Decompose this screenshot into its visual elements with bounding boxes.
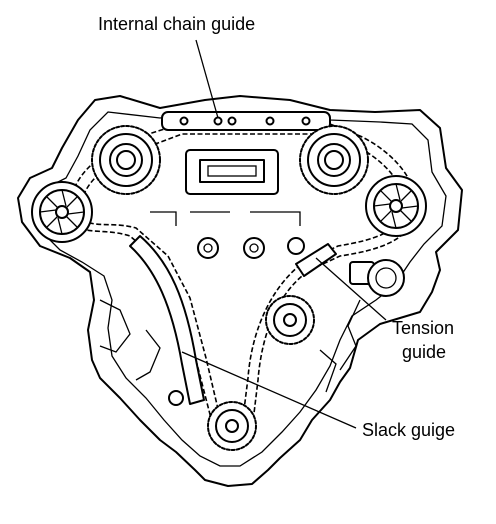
leader-tension-guide (315, 257, 387, 321)
housing-inner-contour (35, 111, 447, 467)
label-slack-guide: Slack guige (362, 420, 456, 440)
idler-hole-third (287, 237, 305, 255)
label-tension-guide-line1: Tension (392, 318, 455, 338)
center-plate-window (199, 159, 265, 183)
left-camshaft-sprocket (91, 125, 161, 195)
right-camshaft-sprocket (299, 125, 369, 195)
internal-chain-guide (161, 111, 331, 131)
guide-bolt-4 (265, 116, 275, 126)
tension-guide (295, 243, 337, 277)
guide-bolt-3 (227, 116, 237, 126)
block-rib-top (150, 211, 301, 226)
guide-bolt-1 (179, 116, 189, 126)
slack-guide (129, 235, 205, 405)
block-detail-left (99, 299, 161, 381)
left-impeller (31, 181, 93, 243)
label-internal-chain-guide: Internal chain guide (98, 14, 256, 34)
slack-guide-pivot (168, 390, 184, 406)
block-detail-right (319, 299, 361, 393)
guide-bolt-2 (213, 116, 223, 126)
idler-hole-right (243, 237, 265, 259)
idler-hole-left (197, 237, 219, 259)
crankshaft-sprocket (207, 401, 257, 451)
chain-tensioner (349, 259, 405, 297)
right-idler-sprocket (265, 295, 315, 345)
right-impeller (365, 175, 427, 237)
leader-internal-chain-guide (195, 39, 219, 119)
leader-slack-guide (181, 351, 357, 429)
center-plate-slot (207, 165, 257, 177)
engine-block-outline (17, 95, 463, 487)
guide-bolt-5 (301, 116, 311, 126)
label-tension-guide-line2: guide (402, 342, 447, 362)
